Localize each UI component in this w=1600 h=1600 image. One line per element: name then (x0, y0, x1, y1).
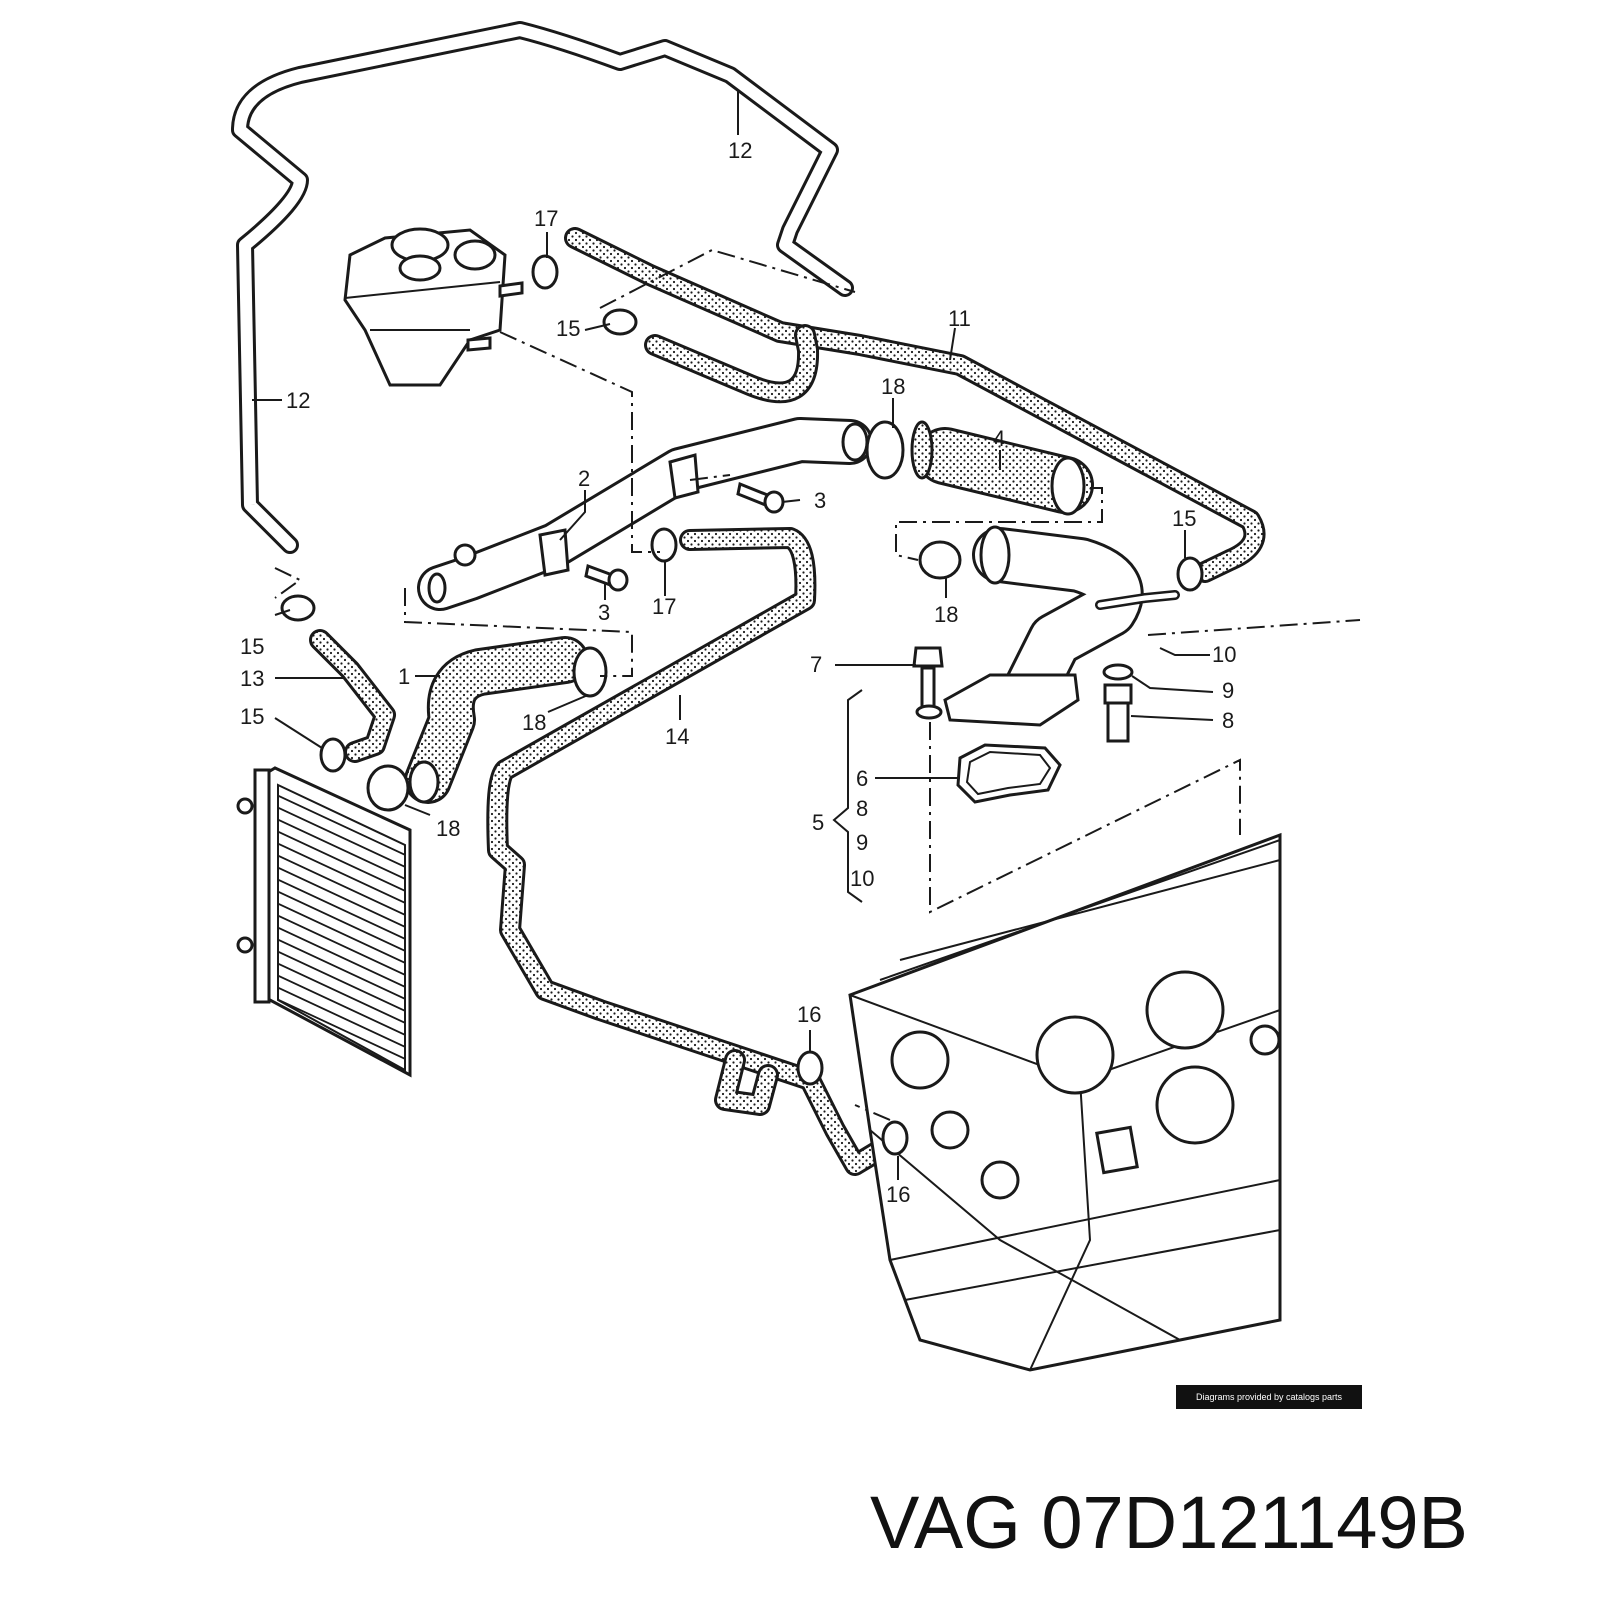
bolt-3-lower (584, 563, 629, 592)
part-number: 07D121149B (1041, 1481, 1468, 1564)
callout-10-group: 10 (850, 866, 874, 891)
callout-8-right: 8 (1222, 708, 1234, 733)
hose-1 (404, 636, 589, 804)
clamp-15-left-lower (319, 737, 347, 773)
clamp-15-left-upper (280, 594, 316, 622)
sender-8 (1102, 663, 1134, 743)
callout-2: 2 (578, 466, 590, 491)
clamp-15-top (602, 308, 638, 336)
hose-12 (231, 21, 854, 554)
callout-15-left-lower: 15 (240, 704, 264, 729)
clamp-18-lower (366, 764, 410, 812)
callout-5: 5 (812, 810, 824, 835)
callout-14: 14 (665, 724, 689, 749)
callout-9-right: 9 (1222, 678, 1234, 703)
callout-16-lower: 16 (886, 1182, 910, 1207)
diagram-credit-badge: Diagrams provided by catalogs parts (1176, 1385, 1362, 1409)
hose-11 (564, 227, 1266, 583)
clamp-16-upper (796, 1050, 824, 1086)
callout-15-right: 15 (1172, 506, 1196, 531)
radiator (236, 766, 412, 1078)
clamp-17-top (531, 254, 559, 290)
callout-12-top: 12 (728, 138, 752, 163)
callout-3-upper: 3 (814, 488, 826, 513)
callout-12-left: 12 (286, 388, 310, 413)
hose-13 (309, 629, 396, 763)
clamp-15-right (1176, 556, 1204, 592)
clamp-17-mid (650, 527, 678, 563)
callout-15-left-upper: 15 (240, 634, 264, 659)
bolt-7 (912, 646, 944, 720)
leader-lines (252, 90, 1214, 1180)
reference-lines (274, 248, 1361, 1121)
callout-7: 7 (810, 652, 822, 677)
clamp-18-upper (865, 420, 905, 480)
callout-8-group: 8 (856, 796, 868, 821)
callout-13: 13 (240, 666, 264, 691)
bolt-3-upper (736, 481, 785, 514)
hose-2 (417, 417, 873, 611)
brand-name: VAG (870, 1481, 1021, 1564)
hose-4 (910, 420, 1094, 516)
callout-18-upper: 18 (881, 374, 905, 399)
callout-10-right: 10 (1212, 642, 1236, 667)
callout-18-lower: 18 (436, 816, 460, 841)
callout-3-lower: 3 (598, 600, 610, 625)
callout-1: 1 (398, 664, 410, 689)
callout-18-right: 18 (934, 602, 958, 627)
part-title: VAG 07D121149B (870, 1478, 1590, 1568)
expansion-tank (343, 227, 524, 387)
coolant-flange (943, 525, 1180, 727)
callouts: 12 12 17 15 11 18 4 2 3 15 3 17 18 15 10… (240, 138, 1236, 1207)
group-bracket-5 (832, 689, 863, 903)
hose-14 (486, 527, 891, 1176)
gasket-6 (956, 743, 1062, 804)
callout-17-top: 17 (534, 206, 558, 231)
callout-16-upper: 16 (797, 1002, 821, 1027)
callout-4: 4 (993, 426, 1005, 451)
callout-17-mid: 17 (652, 594, 676, 619)
callout-9-group: 9 (856, 830, 868, 855)
callout-6: 6 (856, 766, 868, 791)
callout-15-top: 15 (556, 316, 580, 341)
clamp-16-lower (881, 1120, 909, 1156)
callout-18-mid: 18 (522, 710, 546, 735)
clamp-18-mid (572, 646, 608, 698)
engine-block (848, 832, 1282, 1372)
clamp-18-right (918, 540, 962, 580)
callout-11: 11 (948, 306, 971, 331)
